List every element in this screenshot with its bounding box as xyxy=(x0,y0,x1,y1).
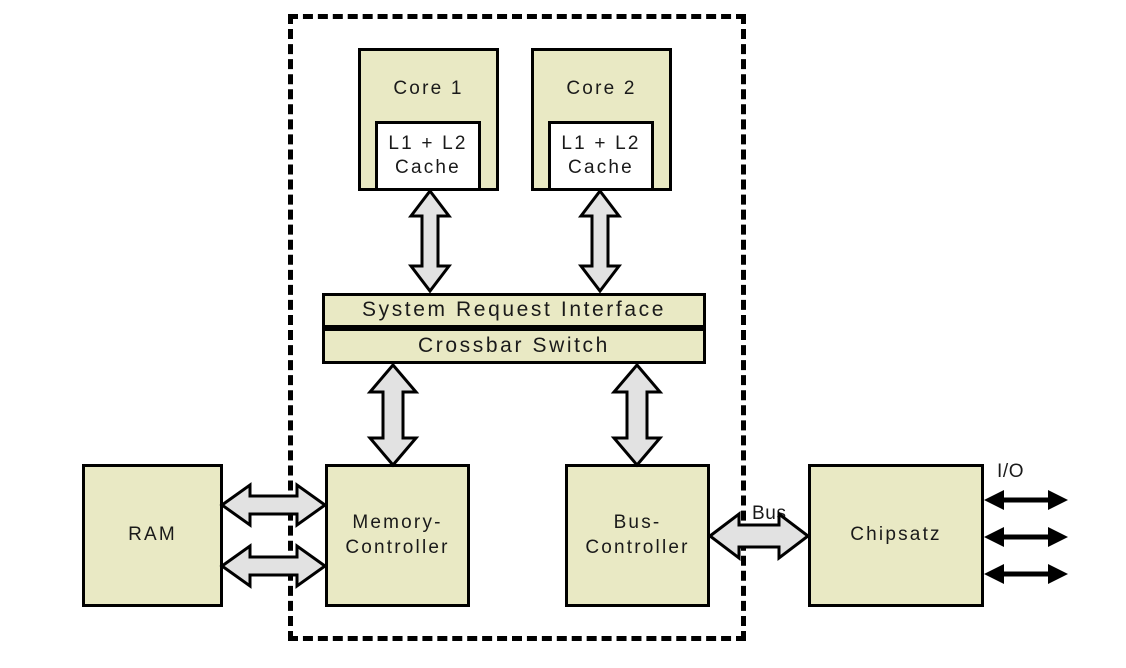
system-request-interface-block[interactable]: System Request Interface xyxy=(322,293,706,328)
system-request-interface-label: System Request Interface xyxy=(361,298,666,322)
ram-block[interactable]: RAM xyxy=(82,464,223,607)
core-1-cache-block[interactable]: L1 + L2 Cache xyxy=(375,121,481,191)
io-line-1-arrow xyxy=(984,490,1068,510)
chipsatz-label: Chipsatz xyxy=(850,524,942,546)
bus-controller-label: Bus- Controller xyxy=(585,512,690,558)
io-connection-label: I/O xyxy=(997,461,1025,482)
core-2-cache-block[interactable]: L1 + L2 Cache xyxy=(548,121,654,191)
cpu-die-boundary xyxy=(288,14,746,641)
memory-controller-label: Memory- Controller xyxy=(345,512,450,558)
core-1-label: Core 1 xyxy=(393,78,464,99)
memory-controller-block[interactable]: Memory- Controller xyxy=(325,464,470,607)
chipsatz-block[interactable]: Chipsatz xyxy=(808,464,984,607)
ram-label: RAM xyxy=(128,524,177,546)
io-line-3-arrow xyxy=(984,564,1068,584)
core-1-cache-label: L1 + L2 Cache xyxy=(388,132,468,178)
bus-connection-label: Bus xyxy=(752,503,787,524)
bus-controller-block[interactable]: Bus- Controller xyxy=(565,464,710,607)
crossbar-switch-block[interactable]: Crossbar Switch xyxy=(322,328,706,364)
io-line-2-arrow xyxy=(984,527,1068,547)
core-2-cache-label: L1 + L2 Cache xyxy=(561,132,641,178)
core-2-label: Core 2 xyxy=(566,78,637,99)
crossbar-switch-label: Crossbar Switch xyxy=(418,333,610,357)
